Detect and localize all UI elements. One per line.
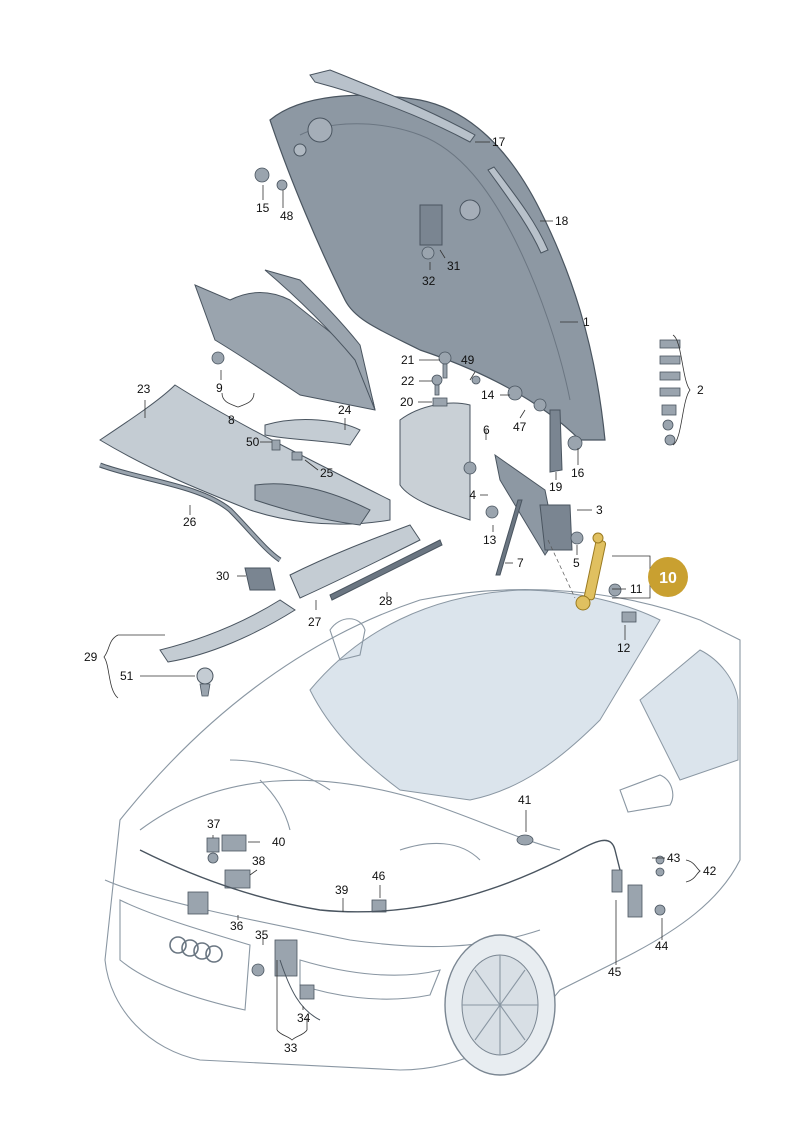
label-37: 37: [207, 817, 221, 831]
car-body: [104, 589, 741, 1076]
label-20: 20: [400, 395, 414, 409]
cowl-cover: [264, 419, 361, 446]
label-36: 36: [230, 919, 244, 933]
hinge-bracket: [399, 402, 471, 521]
hood: [269, 94, 606, 441]
clip-51: [196, 667, 214, 697]
label-30: 30: [216, 569, 230, 583]
label-41: 41: [518, 793, 532, 807]
label-17: 17: [492, 135, 506, 149]
side-seal-strip: [487, 166, 549, 254]
label-38: 38: [252, 854, 266, 868]
label-24: 24: [338, 403, 352, 417]
label-2: 2: [697, 383, 704, 397]
label-22: 22: [401, 374, 415, 388]
lock-components: [187, 834, 666, 1000]
label-7: 7: [517, 556, 524, 570]
insulation-pad: [194, 269, 376, 411]
label-12: 12: [617, 641, 631, 655]
label-34: 34: [297, 1011, 311, 1025]
label-9: 9: [216, 381, 223, 395]
hood-latch-bracket: [419, 204, 443, 246]
label-51: 51: [120, 669, 134, 683]
label-32: 32: [422, 274, 436, 288]
label-35: 35: [255, 928, 269, 942]
mirror: [619, 774, 674, 813]
label-5: 5: [573, 556, 580, 570]
brand-rings-logo: [169, 936, 223, 963]
label-29: 29: [84, 650, 98, 664]
label-1: 1: [583, 315, 590, 329]
hinge-arm: [494, 453, 556, 556]
front-wheel: [444, 934, 556, 1076]
release-cable: [139, 839, 621, 913]
grille: [119, 899, 251, 1011]
label-14: 14: [481, 388, 495, 402]
label-25: 25: [320, 466, 334, 480]
label-15: 15: [256, 201, 270, 215]
bracket-30: [244, 567, 276, 591]
label-44: 44: [655, 939, 669, 953]
label-3: 3: [596, 503, 603, 517]
label-23: 23: [137, 382, 151, 396]
headlight: [299, 959, 441, 1000]
label-27: 27: [308, 615, 322, 629]
label-18: 18: [555, 214, 569, 228]
label-13: 13: [483, 533, 497, 547]
seal-28: [329, 539, 443, 601]
label-6: 6: [483, 423, 490, 437]
label-39: 39: [335, 883, 349, 897]
label-21: 21: [401, 353, 415, 367]
part-labels: 1 2 3 4 5 6 7 8 9 11 12 13 14 15 16 17 1…: [84, 135, 717, 1055]
hood-support-rod-highlighted: [575, 532, 607, 611]
hood-seal-strip: [309, 69, 476, 143]
windshield: [309, 589, 661, 801]
label-47: 47: [513, 420, 527, 434]
side-window: [639, 649, 739, 781]
label-40: 40: [272, 835, 286, 849]
label-26: 26: [183, 515, 197, 529]
label-46: 46: [372, 869, 386, 883]
gas-strut-7: [495, 499, 523, 576]
side-bracket-19: [549, 409, 563, 473]
hinge-3: [539, 504, 573, 551]
callout-circle: [648, 557, 688, 597]
label-45: 45: [608, 965, 622, 979]
leader-lines: [103, 141, 701, 1041]
label-16: 16: [571, 466, 585, 480]
callout-number: 10: [659, 570, 677, 587]
label-11: 11: [630, 582, 643, 596]
trim-29: [159, 599, 296, 663]
callout-10: 10: [648, 557, 688, 597]
trim-27: [289, 524, 421, 599]
label-19: 19: [549, 480, 563, 494]
label-50: 50: [246, 435, 260, 449]
label-28: 28: [379, 594, 393, 608]
label-48: 48: [280, 209, 294, 223]
label-8: 8: [228, 413, 235, 427]
label-31: 31: [447, 259, 461, 273]
label-33: 33: [284, 1041, 298, 1055]
label-49: 49: [461, 353, 475, 367]
cowl-panel: [99, 384, 391, 526]
fasteners: [211, 167, 681, 623]
label-4: 4: [469, 488, 476, 502]
label-43: 43: [667, 851, 681, 865]
label-42: 42: [703, 864, 717, 878]
